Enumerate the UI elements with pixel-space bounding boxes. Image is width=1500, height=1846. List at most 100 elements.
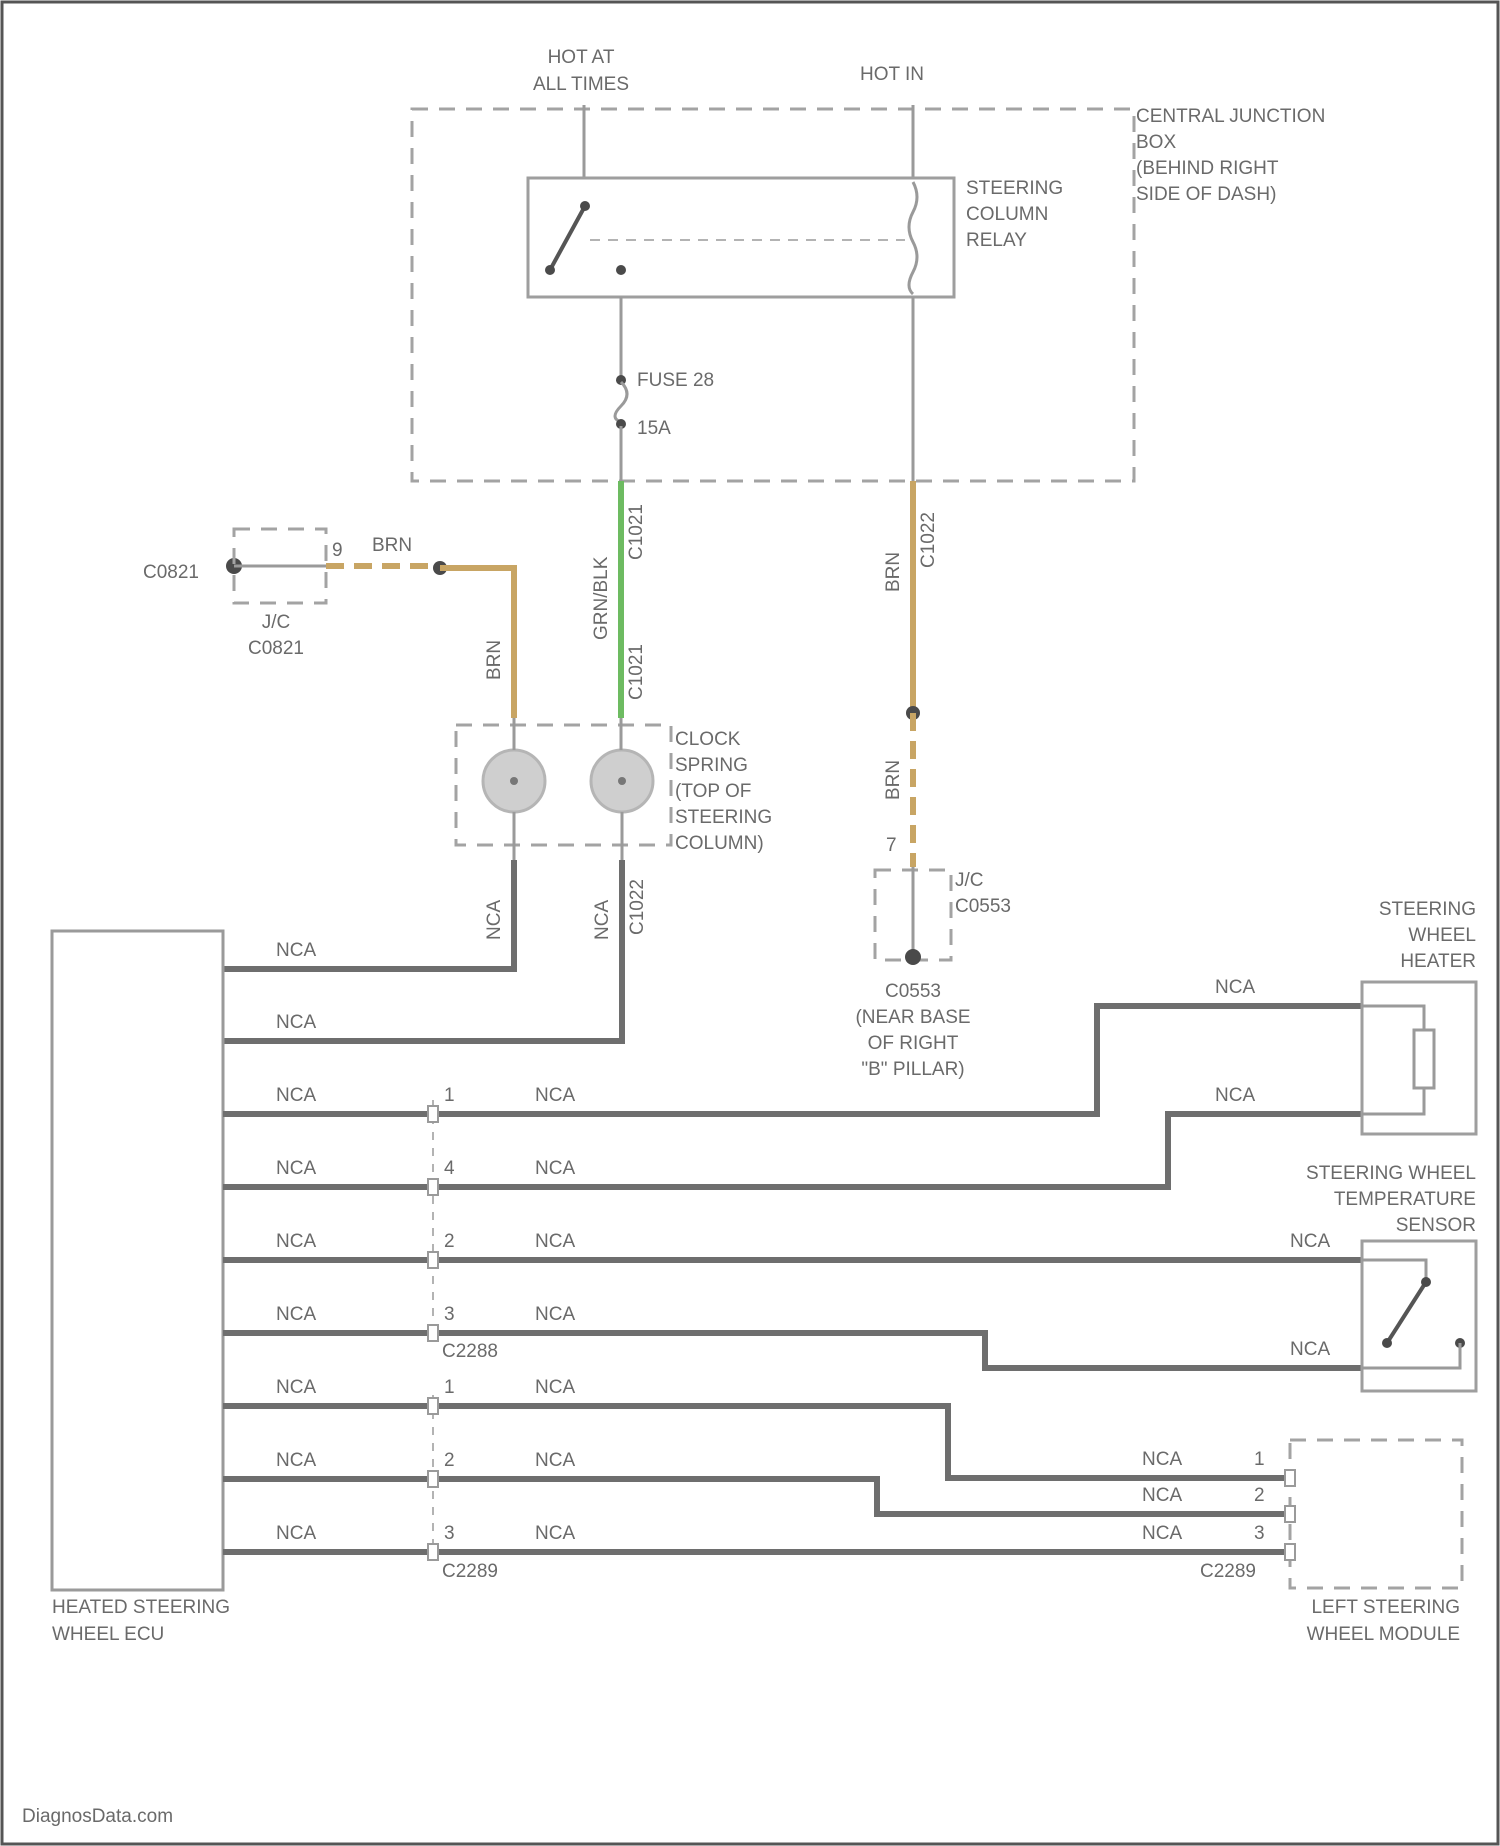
sensor-wire-label-1: NCA: [1290, 1231, 1330, 1252]
svg-text:NCA: NCA: [535, 1158, 575, 1179]
svg-text:SPRING: SPRING: [675, 755, 748, 776]
wire-c1022-label: C1022: [918, 512, 939, 568]
module-pin-labels: 1 2 3: [1254, 1449, 1265, 1544]
sensor-pivot: [1421, 1277, 1431, 1287]
fuse-name: FUSE 28: [637, 370, 714, 391]
clock-spring-coil-left-hub: [510, 777, 518, 785]
svg-text:STEERING: STEERING: [675, 807, 772, 828]
wire-clock-right-label: NCA: [592, 900, 613, 940]
wire-heater-1: [223, 1006, 1362, 1114]
svg-text:"B" PILLAR): "B" PILLAR): [861, 1059, 964, 1080]
svg-text:(TOP OF: (TOP OF: [675, 781, 751, 802]
svg-text:OF RIGHT: OF RIGHT: [868, 1033, 959, 1054]
relay-contact-b: [616, 265, 626, 275]
svg-text:2: 2: [444, 1450, 455, 1471]
svg-text:BOX: BOX: [1136, 132, 1176, 153]
wire-c1021-label-top: C1021: [626, 504, 647, 560]
clock-spring-label: CLOCK SPRING (TOP OF STEERING COLUMN): [675, 729, 772, 854]
svg-text:NCA: NCA: [1142, 1449, 1182, 1470]
relay-pivot: [580, 201, 590, 211]
wire-clock-left-label: NCA: [484, 900, 505, 940]
svg-text:NCA: NCA: [535, 1450, 575, 1471]
svg-text:NCA: NCA: [276, 1377, 316, 1398]
heater-wire-label-1: NCA: [1215, 977, 1255, 998]
svg-text:NCA: NCA: [535, 1231, 575, 1252]
left-module-label: LEFT STEERING WHEEL MODULE: [1307, 1597, 1460, 1645]
svg-text:C0821: C0821: [248, 638, 304, 659]
svg-text:1: 1: [444, 1085, 455, 1106]
svg-text:SENSOR: SENSOR: [1396, 1215, 1476, 1236]
svg-text:NCA: NCA: [276, 1304, 316, 1325]
wire-brn-right-label: BRN: [883, 552, 904, 592]
sensor-wire-top: [1362, 1260, 1426, 1278]
svg-text:J/C: J/C: [262, 612, 291, 633]
heater-element: [1414, 1030, 1434, 1088]
svg-text:WHEEL MODULE: WHEEL MODULE: [1307, 1624, 1460, 1645]
sensor-switch-arm: [1387, 1282, 1426, 1343]
svg-text:NCA: NCA: [276, 1158, 316, 1179]
wire-brn-right-lower-label: BRN: [883, 760, 904, 800]
svg-text:CENTRAL JUNCTION: CENTRAL JUNCTION: [1136, 106, 1325, 127]
svg-text:SIDE OF DASH): SIDE OF DASH): [1136, 184, 1276, 205]
svg-text:HEATED STEERING: HEATED STEERING: [52, 1597, 230, 1618]
left-steering-wheel-module: [1290, 1440, 1462, 1588]
svg-text:WHEEL: WHEEL: [1408, 925, 1476, 946]
svg-text:J/C: J/C: [955, 870, 984, 891]
hot-at-all-times-label: HOT AT: [548, 47, 615, 68]
svg-text:2: 2: [444, 1231, 455, 1252]
module-pin-markers: [1285, 1470, 1295, 1560]
relay-contact-a: [545, 265, 555, 275]
hot-at-all-times-label-2: ALL TIMES: [533, 74, 629, 95]
svg-text:NCA: NCA: [1142, 1523, 1182, 1544]
svg-text:NCA: NCA: [276, 1450, 316, 1471]
svg-text:2: 2: [1254, 1485, 1265, 1506]
svg-text:(BEHIND RIGHT: (BEHIND RIGHT: [1136, 158, 1279, 179]
svg-text:CLOCK: CLOCK: [675, 729, 741, 750]
relay-switch-arm: [550, 206, 585, 270]
fuse-28: [615, 382, 627, 422]
svg-text:STEERING WHEEL: STEERING WHEEL: [1306, 1163, 1476, 1184]
junction-box-label: CENTRAL JUNCTION BOX (BEHIND RIGHT SIDE …: [1136, 106, 1325, 205]
ecu-wire-label-2: NCA: [276, 1012, 316, 1033]
nca-labels-right: NCA NCA NCA NCA NCA NCA NCA: [535, 1085, 575, 1544]
svg-text:NCA: NCA: [535, 1085, 575, 1106]
hot-in-label: HOT IN: [860, 64, 924, 85]
wire-brn-left-label: BRN: [372, 535, 412, 556]
ground-c0553: [905, 949, 921, 965]
svg-text:WHEEL ECU: WHEEL ECU: [52, 1624, 164, 1645]
svg-text:NCA: NCA: [535, 1377, 575, 1398]
wire-c1021-label-bottom: C1021: [626, 644, 647, 700]
relay-coil: [909, 182, 917, 294]
connector-c2289-label: C2289: [442, 1561, 498, 1582]
svg-text:COLUMN): COLUMN): [675, 833, 764, 854]
svg-text:NCA: NCA: [535, 1304, 575, 1325]
relay-label: STEERING COLUMN RELAY: [966, 178, 1063, 251]
svg-text:LEFT STEERING: LEFT STEERING: [1311, 1597, 1460, 1618]
svg-text:NCA: NCA: [535, 1523, 575, 1544]
wire-sensor-2: [223, 1333, 1362, 1368]
svg-text:RELAY: RELAY: [966, 230, 1027, 251]
connector-c2289-module-label: C2289: [1200, 1561, 1256, 1582]
temp-sensor-label: STEERING WHEEL TEMPERATURE SENSOR: [1306, 1163, 1476, 1236]
svg-text:HEATER: HEATER: [1400, 951, 1476, 972]
svg-text:NCA: NCA: [276, 1231, 316, 1252]
central-junction-box: [412, 109, 1134, 481]
svg-text:NCA: NCA: [276, 1085, 316, 1106]
sensor-contact-a: [1382, 1338, 1392, 1348]
svg-text:NCA: NCA: [276, 1523, 316, 1544]
wire-module-2: [223, 1479, 1290, 1514]
svg-text:TEMPERATURE: TEMPERATURE: [1334, 1189, 1476, 1210]
svg-text:C0553: C0553: [955, 896, 1011, 917]
fuse-rating: 15A: [637, 418, 671, 439]
svg-text:STEERING: STEERING: [1379, 899, 1476, 920]
module-wire-labels: NCA NCA NCA: [1142, 1449, 1182, 1544]
ground-c0553-pin: 7: [886, 835, 897, 856]
svg-text:COLUMN: COLUMN: [966, 204, 1048, 225]
wire-module-1: [223, 1406, 1290, 1478]
heated-steering-wheel-ecu: [52, 931, 223, 1590]
svg-text:NCA: NCA: [1142, 1485, 1182, 1506]
svg-text:4: 4: [444, 1158, 455, 1179]
ecu-wire-label-1: NCA: [276, 940, 316, 961]
